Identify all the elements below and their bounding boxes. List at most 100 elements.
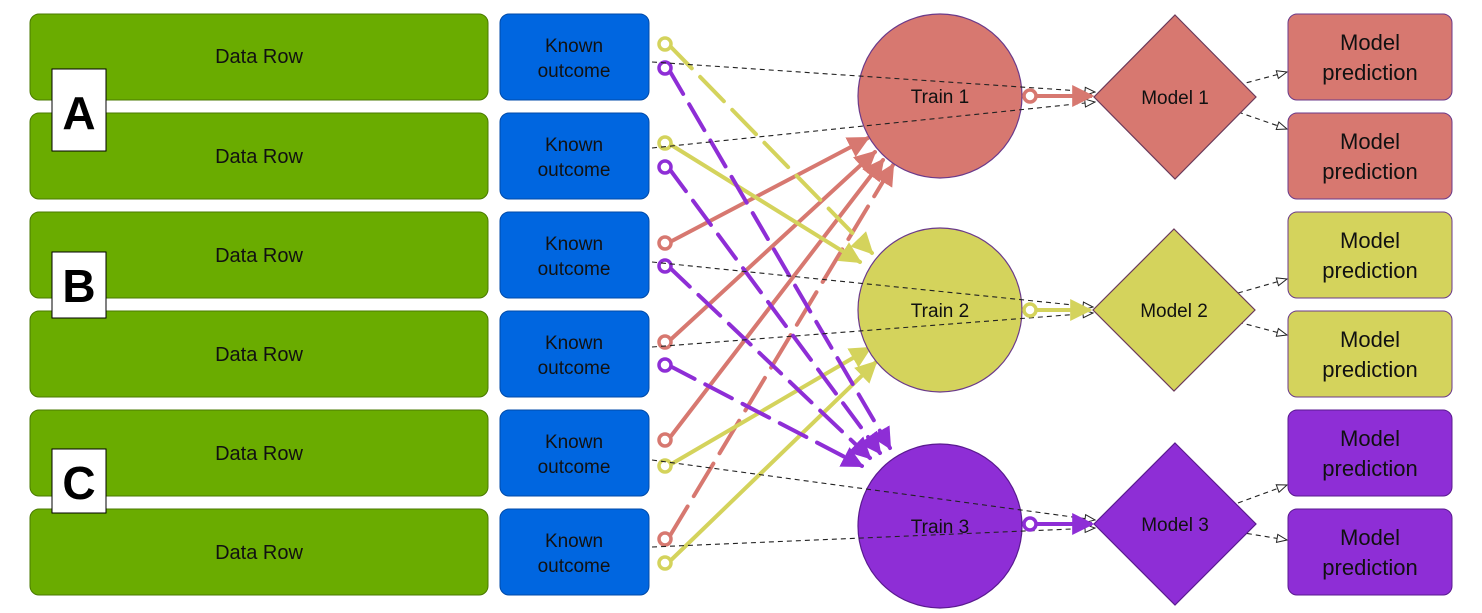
train-3-label: Train 3	[911, 517, 969, 538]
known-outcome-line2: outcome	[538, 61, 611, 82]
dashed-connectors	[651, 61, 1287, 548]
known-outcomes: Known outcome Known outcome Known outcom…	[499, 13, 650, 596]
yellow-origin-circle	[657, 36, 673, 52]
model-diamonds: Model 1 Model 2 Model 3	[1092, 14, 1257, 606]
yellow-origin-circle	[657, 135, 673, 151]
prediction-line2: prediction	[1322, 456, 1417, 481]
dashed-connector	[1237, 321, 1287, 335]
yellow-origin-circle	[657, 458, 673, 474]
data-row-box	[29, 211, 489, 299]
prediction-line2: prediction	[1322, 555, 1417, 580]
group-label-box	[51, 251, 107, 319]
purple-origin-circle	[657, 159, 673, 175]
dashed-connector	[651, 313, 1093, 348]
known-outcome-line1: Known	[545, 432, 603, 453]
purple-connector	[666, 363, 864, 468]
prediction-line2: prediction	[1322, 357, 1417, 382]
yellow-connector	[666, 141, 862, 264]
known-outcome-line1: Known	[545, 36, 603, 57]
dashed-connector	[1237, 485, 1287, 504]
red-origin-circle	[657, 334, 673, 350]
group-label-b: B	[62, 260, 95, 312]
known-outcome-line2: outcome	[538, 358, 611, 379]
known-outcome-line1: Known	[545, 333, 603, 354]
purple-origin-circle	[657, 60, 673, 76]
data-row-box	[29, 310, 489, 398]
known-outcome-box	[499, 112, 650, 200]
prediction-line1: Model	[1340, 129, 1400, 154]
data-row-label: Data Row	[215, 46, 303, 68]
yellow-connector	[666, 346, 872, 468]
red-connector	[666, 158, 885, 442]
model-1-label: Model 1	[1141, 88, 1209, 109]
prediction-box	[1287, 409, 1453, 497]
known-outcome-line1: Known	[545, 234, 603, 255]
prediction-line2: prediction	[1322, 60, 1417, 85]
dashed-connector	[651, 528, 1095, 548]
data-row-box	[29, 112, 489, 200]
known-outcome-box	[499, 13, 650, 101]
dashed-connector	[1237, 279, 1287, 294]
red-origin-circle	[1022, 88, 1038, 104]
yellow-connector	[666, 42, 874, 255]
group-label-box	[51, 448, 107, 514]
train-1-circle	[857, 13, 1023, 179]
yellow-connector	[666, 360, 878, 565]
prediction-line1: Model	[1340, 525, 1400, 550]
prediction-box	[1287, 508, 1453, 596]
prediction-line2: prediction	[1322, 159, 1417, 184]
purple-origin-circle	[1022, 516, 1038, 532]
red-connector	[666, 136, 870, 245]
known-outcome-box	[499, 310, 650, 398]
prediction-box	[1287, 211, 1453, 299]
prediction-line1: Model	[1340, 426, 1400, 451]
dashed-connector	[1237, 111, 1287, 129]
group-labels: A B C	[51, 68, 107, 514]
data-row-box	[29, 409, 489, 497]
known-outcome-line2: outcome	[538, 556, 611, 577]
prediction-line1: Model	[1340, 228, 1400, 253]
red-connector	[666, 163, 895, 541]
purple-origin-circle	[657, 258, 673, 274]
dashed-connector	[1237, 72, 1287, 86]
prediction-box	[1287, 310, 1453, 398]
known-outcome-line2: outcome	[538, 160, 611, 181]
known-outcome-box	[499, 508, 650, 596]
purple-connector	[666, 264, 872, 460]
data-row-box	[29, 13, 489, 101]
purple-connector	[666, 165, 882, 455]
data-row-label: Data Row	[215, 344, 303, 366]
purple-origin-circle	[657, 357, 673, 373]
red-origin-circle	[657, 432, 673, 448]
known-outcome-line1: Known	[545, 135, 603, 156]
yellow-origin-circle	[657, 555, 673, 571]
known-outcome-box	[499, 409, 650, 497]
red-connector	[666, 150, 877, 344]
train-3-circle	[857, 443, 1023, 609]
purple-connector	[666, 66, 892, 450]
model-1-diamond	[1093, 14, 1257, 180]
data-row-label: Data Row	[215, 146, 303, 168]
data-row-label: Data Row	[215, 245, 303, 267]
dashed-connector	[651, 261, 1093, 307]
data-row-box	[29, 508, 489, 596]
train-1-label: Train 1	[911, 87, 969, 108]
known-outcome-line1: Known	[545, 531, 603, 552]
prediction-box	[1287, 112, 1453, 200]
prediction-boxes: Model prediction Model prediction Model …	[1287, 13, 1453, 596]
train-to-model-connectors	[1022, 85, 1095, 535]
red-origin-circle	[657, 531, 673, 547]
dashed-connector	[651, 102, 1095, 149]
training-connectors	[666, 42, 895, 565]
group-label-box	[51, 68, 107, 152]
train-2-label: Train 2	[911, 301, 969, 322]
data-row-label: Data Row	[215, 542, 303, 564]
data-rows: Data Row Data Row Data Row Data Row Data…	[29, 13, 489, 596]
group-label-a: A	[62, 87, 95, 139]
prediction-line2: prediction	[1322, 258, 1417, 283]
dashed-connector	[651, 61, 1095, 92]
connector-origins	[657, 36, 673, 571]
model-3-label: Model 3	[1141, 515, 1209, 536]
group-label-c: C	[62, 457, 95, 509]
